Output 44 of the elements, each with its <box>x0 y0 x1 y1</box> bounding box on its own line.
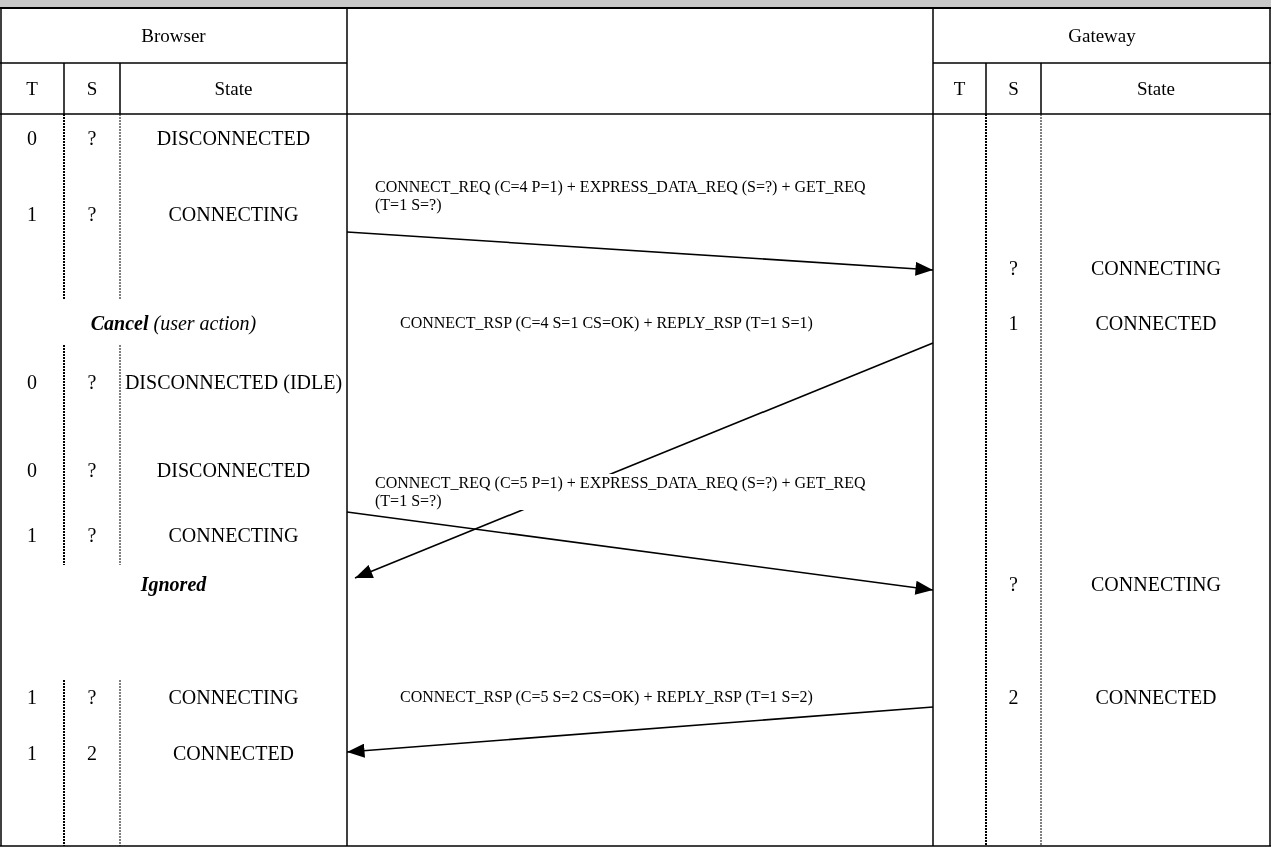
s-value: 2 <box>86 742 98 764</box>
state-label: CONNECTED <box>1094 686 1218 708</box>
state-label: CONNECTING <box>167 524 300 546</box>
t-value: 1 <box>26 686 38 708</box>
t-value: 1 <box>26 742 38 764</box>
s-value: ? <box>1008 257 1019 279</box>
state-label: CONNECTED <box>1094 312 1218 334</box>
state-label: CONNECTED <box>171 742 296 764</box>
party-heading: Gateway <box>1068 25 1136 47</box>
s-value: 1 <box>1007 312 1020 334</box>
t-value: 0 <box>26 127 38 149</box>
s-value: ? <box>86 686 98 708</box>
column-heading: State <box>214 77 253 100</box>
arrow <box>346 706 934 758</box>
state-label: CONNECTING <box>167 203 300 225</box>
s-value: ? <box>86 371 98 393</box>
state-label: CONNECTING <box>1090 573 1222 595</box>
edge-label: CONNECT_RSP (C=4 S=1 CS=OK) + REPLY_RSP (T=1 S=1) <box>400 314 813 332</box>
column-heading: T <box>953 77 966 100</box>
t-value: 1 <box>26 524 38 546</box>
state-label: CONNECTING <box>1090 257 1222 279</box>
state-label: DISCONNECTED <box>155 459 312 481</box>
edge-label: CONNECT_RSP (C=5 S=2 CS=OK) + REPLY_RSP (T=1 S=2) <box>400 688 813 706</box>
s-value: ? <box>86 127 98 149</box>
s-value: ? <box>86 459 98 481</box>
arrow <box>346 511 934 595</box>
s-value: ? <box>86 524 98 546</box>
party-heading: Browser <box>141 25 206 47</box>
t-value: 0 <box>26 371 38 393</box>
state-label: CONNECTING <box>167 686 300 708</box>
s-value: ? <box>1008 573 1019 595</box>
s-value: 2 <box>1007 686 1020 708</box>
t-value: 1 <box>26 203 38 225</box>
arrow <box>346 231 934 276</box>
outcome-note: Ignored <box>140 572 207 596</box>
t-value: 0 <box>26 459 38 481</box>
event-note: Cancel (user action) <box>90 311 257 335</box>
column-heading: S <box>86 77 98 100</box>
column-heading: S <box>1008 77 1019 100</box>
column-heading: State <box>1137 77 1175 100</box>
state-label: DISCONNECTED (IDLE) <box>123 371 344 393</box>
state-label: DISCONNECTED <box>155 127 312 149</box>
s-value: ? <box>86 203 98 225</box>
column-heading: T <box>26 77 38 100</box>
